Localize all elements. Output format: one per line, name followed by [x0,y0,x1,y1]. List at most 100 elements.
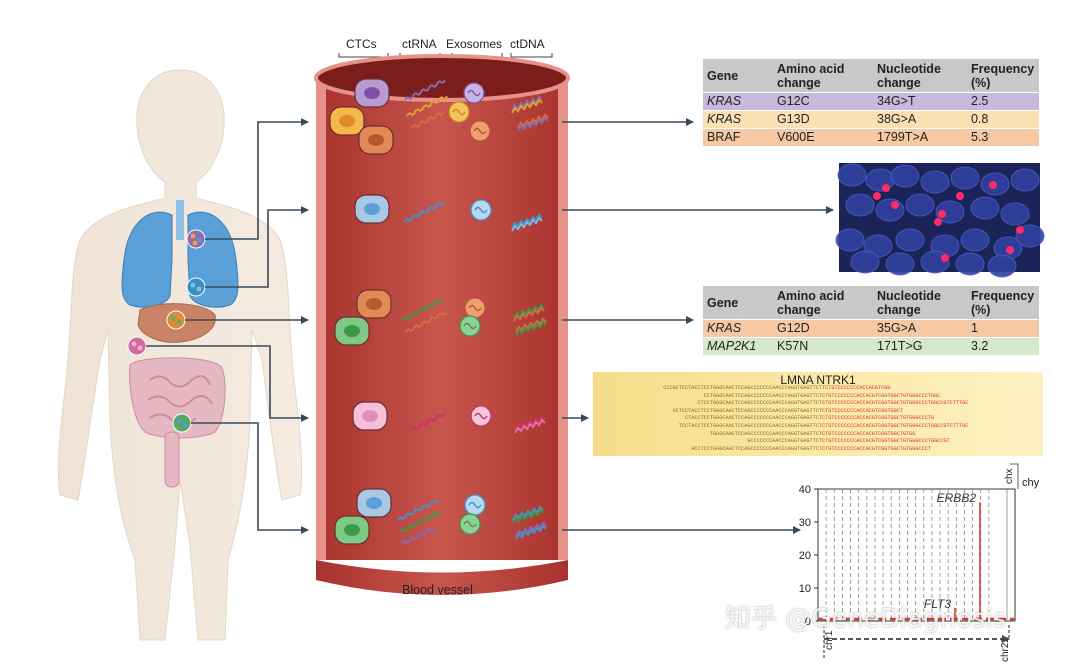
fluorescent-signal [873,192,881,200]
blood-vessel [314,54,570,665]
ntrk1-segment: CTGTCCCCCCCACCACGTCGGTGGCTGTGGGCCCTGGC [822,392,941,399]
ctc-yellow [329,106,365,136]
dna-strand [512,508,544,524]
lmna-segment: CTCCTGGGCAACTCCAGCCCCCCCAACCCAGGTGAGTTCT [697,400,822,407]
label-ctcs: CTCs [346,37,377,51]
y-tick-label: 10 [799,583,811,595]
exosome-rna [468,501,482,509]
ctdna-mixed [515,317,547,336]
fusion-title: LMNA NTRK1 [780,373,856,387]
exosome-green [459,315,481,337]
dna-strand [511,98,543,114]
tumor-colon [172,413,192,433]
label-ctrna: ctRNA [402,37,437,51]
ctrna-blue [397,499,439,521]
header-nucleotide: Nucleotide change [877,288,941,317]
cell-nucleus [364,87,380,99]
ctc-green [334,316,370,346]
exosome-rna [463,322,477,330]
cell-frequency: 5.3 [971,130,989,144]
label-blood-vessel: Blood vessel [402,583,473,597]
cell-gene: KRAS [707,94,742,108]
intestine [129,357,226,488]
dna-strand [511,213,543,229]
dna-strand [515,320,547,336]
exosome-rna [467,89,481,97]
cell-nucleus [344,524,360,536]
ntrk1-segment: CTGTCCCCCCCACCACGTCGGTGGCTGTGG [822,430,916,437]
cell-amino-acid: K57N [777,339,809,353]
lmna-segment: CTACCTCCTGGGCAACTCCAGCCCCCCCAACCCAGGTGAG… [685,415,822,422]
sequence-read: GCCCCCCCAACCCAGGTGAGTTCTCTGTCCCCCCCACCAC… [747,438,949,445]
exosome-rna [474,412,488,420]
vessel-contents [329,78,549,545]
ctdna-blue [511,213,543,232]
ctc-green [334,515,370,545]
header-gene: Gene [707,295,739,310]
y-tick-label: 20 [799,550,811,562]
cell-amino-acid: G12C [777,94,810,108]
table-row: BRAF V600E 1799T>A 5.3 [703,128,1039,146]
table-header: Gene Amino acid change Nucleotide change… [703,59,1039,92]
x-label-chy: chy [1022,477,1040,489]
cell-gene: MAP2K1 [707,339,757,353]
nucleus-blob [850,250,880,274]
exosome-orange [464,297,486,319]
cell-frequency: 0.8 [971,112,989,126]
table-row: MAP2K1 K57N 171T>G 3.2 [703,337,1039,355]
cell-nucleotide: 35G>A [877,321,917,335]
tumor-liver [166,310,186,330]
cell-nucleus [368,134,384,146]
lmna-segment: ACCTCCTGGGCAACTCCAGCCCCCCCAACCCAGGTGAGTT… [691,445,822,452]
fluorescent-signal [989,181,997,189]
exosome-purple [463,82,485,104]
lmna-segment: TCCTACCTCCTGGGCAACTCCAGCCCCCCCAACCCAGGTG… [678,423,822,429]
table-row: KRAS G12C 34G>T 2.5 [703,92,1039,110]
nucleus-blob [1000,202,1030,226]
vessel-to-output-arrows [562,118,834,534]
ctc-orange [356,289,392,319]
nucleus-blob [835,228,865,252]
fluorescence-image [835,163,1045,278]
nucleus-blob [960,228,990,252]
sequence-read: CCCGCTCCTACCTCCTGGGCAACTCCAGCCCCCCCAACCC… [663,385,890,392]
ctdna-mixed [511,95,543,114]
sequence-read: CTCCTGGGCAACTCCAGCCCCCCCAACCCAGGTGAGTTCT… [697,400,968,407]
cell-amino-acid: V600E [777,130,815,144]
exosome-blue [464,494,486,516]
exosome-yellow [448,101,470,123]
nucleus-blob [905,193,935,217]
exosome-pink [470,405,492,427]
dna-strand [511,95,543,111]
ntrk1-segment: CTGTCCCCCCCACCACGTCGGTGGCTGTGGGCCCT [822,445,931,452]
cell-gene: KRAS [707,112,742,126]
x-label-end: chr22 [1000,637,1011,662]
ntrk1-segment: CTGTCCCCCCCACCACGTCGGTGGCTGTGGGCCCTGGCCG… [822,423,969,429]
table-header: Gene Amino acid change Nucleotide change… [703,286,1039,319]
header-frequency: Frequency (%) [971,288,1035,317]
exosome-rna [473,127,487,135]
cell-nucleus [344,325,360,337]
nucleus-blob [950,166,980,190]
ctc-purple [354,78,390,108]
lmna-segment: GCTCCTACCTCCTGGGCAACTCCAGCCCCCCCAACCCAGG… [672,407,822,414]
exosome-rna [463,520,477,528]
fluorescent-signal [882,184,890,192]
nucleus-blob [875,198,905,222]
lmna-segment: TGGGCAACTCCAGCCCCCCCAACCCAGGTGAGTTCT [709,430,822,437]
ctrna-purple [404,79,446,101]
label-exosomes: Exosomes [446,37,503,51]
nucleus-blob [890,164,920,188]
watermark: 知乎 @GeneDiagnosis [725,604,1007,634]
ntrk1-segment: CTGTCCCCCCCACCACGTCGGTGGCTGTGGGCCCTG [822,415,935,422]
exosome-rna [468,304,482,312]
ctc-blue [356,488,392,518]
exosome-orange [469,120,491,142]
ctdna-mixed [512,505,544,524]
ctc-orange [358,125,394,155]
cell-nucleus [362,410,378,422]
cell-nucleotide: 1799T>A [877,130,929,144]
exosome-green [459,513,481,535]
y-tick-label: 30 [799,517,811,529]
